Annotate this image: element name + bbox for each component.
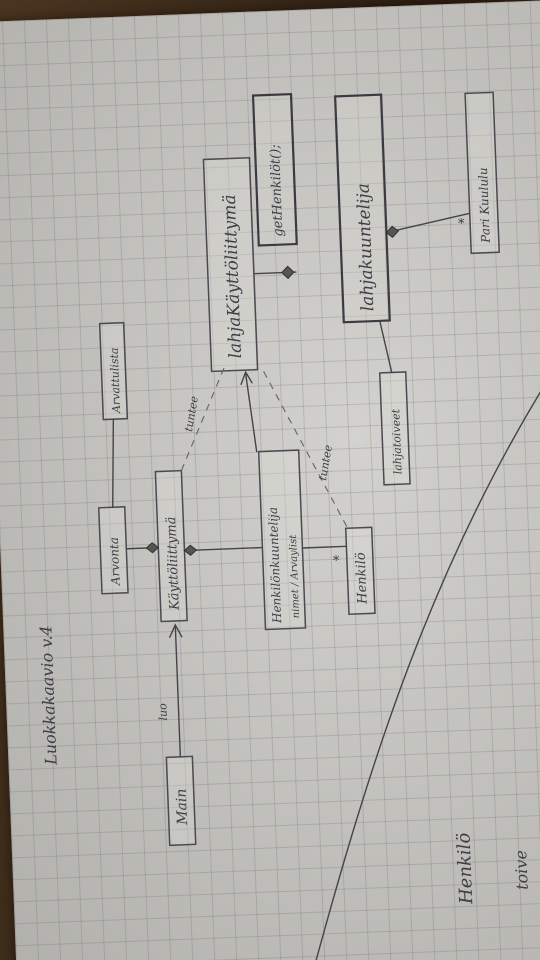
class-henkilo-box (344, 526, 376, 616)
note-toive: toive (511, 850, 532, 890)
class-lahjatoiveet-box (378, 371, 411, 486)
association-arvonta-arvattulista (112, 418, 115, 508)
association-lahjatoiveet (379, 320, 393, 374)
composition-pari (385, 212, 471, 234)
class-lahjakuuntelija-label: lahjakuuntelija (353, 183, 378, 312)
henkilonkuuntelija-attributes: nimet / Arvaylist (288, 534, 302, 619)
arrow-luo-head (169, 623, 183, 638)
diagram-heading: Luokkakaavio v.4 (36, 625, 60, 766)
class-kayttoliittyma-box (154, 469, 188, 623)
class-henkilonkuuntelija-box (257, 449, 307, 631)
association-luo (174, 626, 182, 758)
class-lahjakuuntelija-box (333, 93, 391, 324)
class-arvattulista-box (98, 321, 129, 421)
dependency-tuntee-2 (263, 371, 349, 529)
diamond-kayttoliittyma (183, 544, 198, 556)
label-tuntee-1: tuntee (182, 394, 201, 432)
diagonal-pen-line (315, 369, 540, 960)
composition-henkilonkuuntelija (183, 546, 264, 552)
multiplicity-pari: * (458, 217, 466, 232)
label-tuntee-2: tuntee (316, 443, 335, 481)
class-arvattulista-label: Arvattulista (108, 347, 124, 414)
diamond-arvonta (145, 542, 160, 554)
diamond-lahjakuuntelija (385, 225, 400, 238)
class-parikuulula-label: Pari Kuululu (476, 167, 493, 244)
diamond-gethenkilot (281, 265, 295, 280)
class-arvonta-box (97, 506, 129, 595)
association-henkilo (301, 545, 348, 549)
class-parikuulula-box (464, 91, 500, 255)
class-main-box (165, 755, 197, 847)
class-henkilonkuuntelija-label: Henkilönkuuntelija (266, 507, 284, 625)
class-henkilo-label: Henkilö (354, 552, 371, 605)
label-luo: luo (156, 703, 170, 721)
multiplicity-henkilo: * (333, 554, 341, 569)
arrow-henkilonkuuntelija-lahja-head (240, 370, 253, 385)
class-main-label: Main (174, 788, 191, 826)
class-arvonta-label: Arvonta (107, 537, 123, 587)
class-lahjakayttoliittyma-box (202, 156, 259, 373)
note-henkilo: Henkilö (453, 832, 477, 905)
class-lahjatoiveet-label: lahjatoiveet (389, 408, 405, 474)
gethenkilot-label: getHenkilöt(); (268, 144, 287, 237)
dependency-tuntee-1 (180, 364, 226, 471)
class-gethenkilot-box (251, 92, 298, 247)
association-henkilonkuuntelija-lahja (245, 373, 258, 453)
class-kayttoliittyma-label: Käyttöliittymä (164, 516, 183, 611)
